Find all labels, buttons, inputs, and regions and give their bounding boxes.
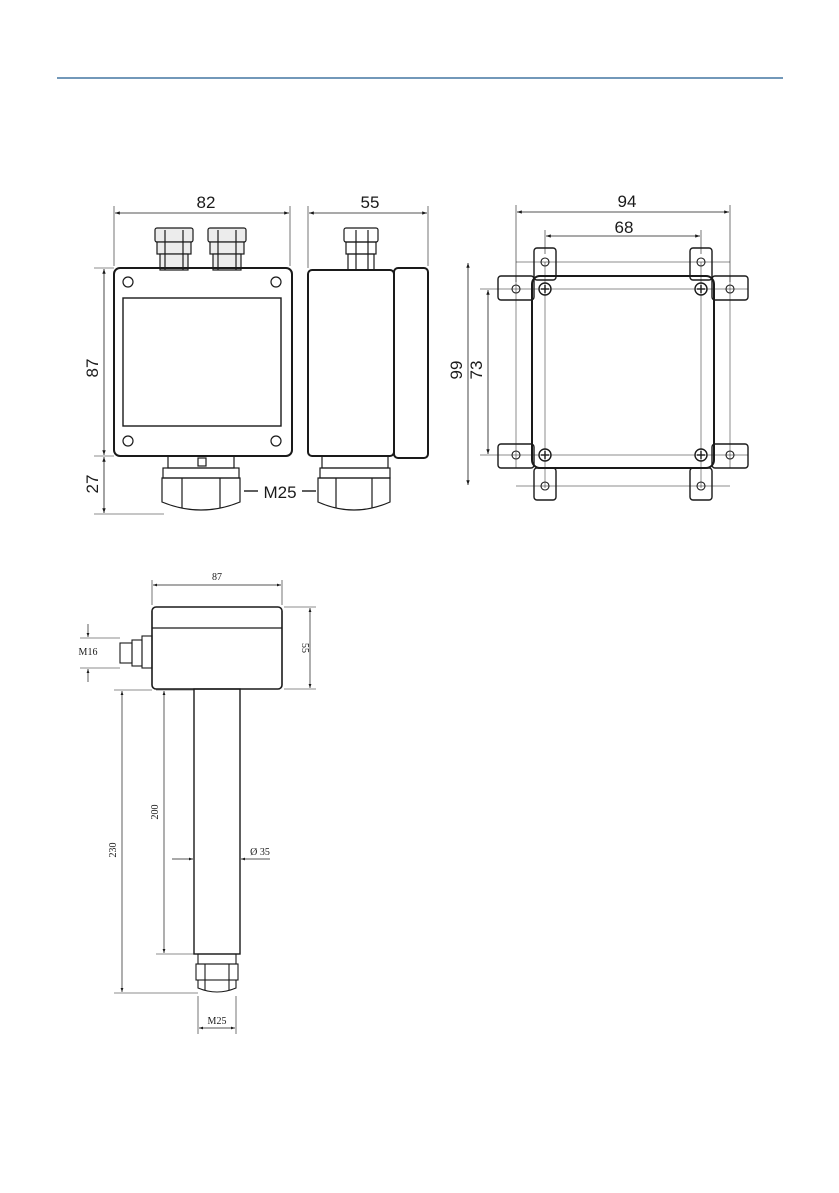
top-gland-left xyxy=(155,228,193,270)
dim-label-m25-duct: M25 xyxy=(208,1016,227,1027)
dim-label-55-duct: 55 xyxy=(299,643,310,653)
dim-label-m16: M16 xyxy=(79,647,98,658)
duct-probe-view: 87 55 M16 200 230 Ø 35 M25 xyxy=(79,572,316,1034)
side-bottom-gland xyxy=(318,456,390,510)
duct-housing xyxy=(152,607,282,689)
dim-label-200: 200 xyxy=(150,805,161,820)
front-housing xyxy=(114,268,292,456)
side-housing-body xyxy=(308,270,394,456)
side-housing-lid xyxy=(394,268,428,458)
bottom-gland-m25 xyxy=(162,456,240,510)
probe-tube xyxy=(194,689,240,954)
dim-label-73: 73 xyxy=(467,361,486,380)
dim-label-55-side: 55 xyxy=(361,193,380,212)
top-gland-right xyxy=(208,228,246,270)
dim-label-230: 230 xyxy=(108,843,119,858)
dim-label-d35: Ø 35 xyxy=(250,847,270,858)
dim-label-87-duct: 87 xyxy=(212,572,222,583)
dim-label-27: 27 xyxy=(83,475,102,494)
side-gland-m16 xyxy=(120,636,152,668)
dim-label-82: 82 xyxy=(197,193,216,212)
probe-gland-m25 xyxy=(196,954,238,992)
lid-screws xyxy=(123,277,281,446)
dim-label-94: 94 xyxy=(618,192,637,211)
dim-label-99: 99 xyxy=(447,361,466,380)
dim-label-87: 87 xyxy=(83,359,102,378)
front-view: 82 87 27 M25 xyxy=(83,193,316,514)
dim-label-68: 68 xyxy=(615,218,634,237)
side-top-gland xyxy=(344,228,378,270)
side-view: 55 xyxy=(308,193,428,510)
mounting-view: 94 68 99 73 xyxy=(447,192,748,500)
mounting-housing xyxy=(532,276,714,468)
front-lid-window xyxy=(123,298,281,426)
housing-screws xyxy=(539,283,707,461)
dim-label-m25-front: M25 xyxy=(263,483,296,502)
mounting-lugs xyxy=(498,248,748,500)
